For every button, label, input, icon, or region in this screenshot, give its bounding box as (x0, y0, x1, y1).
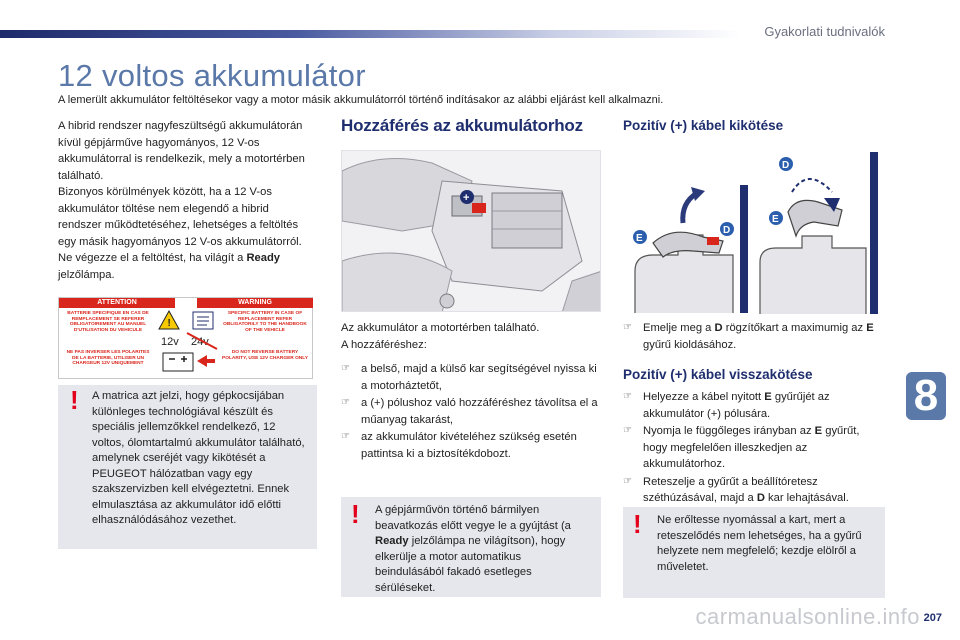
note-ignition-ready: Ready (375, 535, 409, 547)
bullet-hand-icon: ☞ (341, 397, 350, 408)
sticker-warning-band: WARNING (197, 298, 313, 308)
reconnect-step-2: ☞ Nyomja le függőleges irányban az E gyűr… (623, 423, 885, 473)
page-subtitle: A lemerült akkumulátor feltöltésekor vag… (58, 94, 664, 106)
sticker-right-bottom-text: DO NOT REVERSE BATTERY POLARITY, USE 12V… (222, 350, 308, 361)
intro-paragraph-3: Ne végezze el a feltöltést, ha világít a… (58, 250, 313, 283)
diagram-label-e2: E (772, 214, 779, 225)
ready-keyword: Ready (246, 252, 281, 264)
access-step-1: ☞ a belső, majd a külső kar segítségével … (341, 361, 603, 394)
reconnect-step-3: ☞ Reteszelje a gyűrűt a beállítóretesz sz… (623, 474, 885, 507)
access-step-3: ☞ az akkumulátor kivételéhez szükség eset… (341, 429, 603, 462)
note-box-sticker-info: ! A matrica azt jelzi, hogy gépkocsijába… (58, 385, 317, 549)
bullet-hand-icon: ☞ (623, 425, 632, 436)
access-line-2: A hozzáféréshez: (341, 338, 427, 351)
diagram-label-d: D (723, 225, 730, 236)
diagram-label-e: E (636, 233, 643, 244)
note-box-ignition: ! A gépjárművön történő bármilyen beavat… (341, 497, 601, 597)
svg-text:!: ! (168, 318, 171, 329)
note-ignition-part-1: A gépjárművön történő bármilyen beavatko… (375, 504, 571, 532)
sticker-12v-label: 12v (161, 336, 179, 348)
access-line-1: Az akkumulátor a motortérben található. (341, 322, 540, 334)
access-steps-list: ☞ a belső, majd a külső kar segítségével … (341, 361, 603, 462)
access-step-2-text: a (+) pólushoz való hozzáféréshez távolí… (361, 397, 598, 426)
rec3-b: D (756, 492, 765, 504)
rec1-c: gyűrűjét az akkumulátor (+) pólusára. (643, 391, 830, 420)
disc-a: Emelje meg a (643, 322, 715, 334)
sticker-left-bottom-text: NE PAS INVERSER LES POLARITES DE LA BATT… (66, 350, 150, 367)
engine-battery-illustration-icon: + (342, 151, 600, 311)
heading-positive-reconnect: Pozitív (+) kábel visszakötése (623, 367, 813, 382)
disc-b: D (714, 322, 723, 334)
heading-positive-disconnect: Pozitív (+) kábel kikötése (623, 118, 784, 133)
intro-p3-text: Ne végezze el a feltöltést, ha világít a (58, 252, 247, 264)
rec2-b: E (814, 425, 823, 437)
intro-paragraph-1: A hibrid rendszer nagyfeszültségű akkumu… (58, 120, 305, 182)
clamp-release-illustration-icon: E D (623, 185, 748, 313)
sticker-pictograms-icon: ! 12v 24v (158, 309, 218, 372)
note-box-clamp: ! Ne erőltesse nyomással a kart, mert a … (623, 507, 885, 598)
note-ignition-text: A gépjárművön történő bármilyen beavatko… (375, 503, 593, 596)
disconnect-text: ☞ Emelje meg a D rögzítőkart a maximumig … (623, 320, 883, 354)
header-gradient-bar (0, 30, 740, 38)
bullet-hand-icon: ☞ (623, 475, 632, 487)
intro-text: A hibrid rendszer nagyfeszültségű akkumu… (58, 118, 313, 283)
sticker-right-top-text: SPECIFIC BATTERY IN CASE OF REPLACEMENT … (223, 311, 307, 333)
note-sticker-text: A matrica azt jelzi, hogy gépkocsijában … (92, 390, 305, 526)
page-title: 12 voltos akkumulátor (58, 58, 366, 93)
sticker-left-top-text: BATTERIE SPECIFIQUE EN CAS DE REMPLACEME… (67, 311, 149, 333)
sticker-attention-band: ATTENTION (59, 298, 175, 308)
clamp-lock-illustration-icon: D E (756, 152, 878, 314)
access-text: Az akkumulátor a motortérben található. … (341, 320, 603, 463)
disc-c: rögzítőkart a maximumig az (722, 322, 867, 334)
disc-e: gyűrű kioldásához. (643, 338, 737, 351)
section-label: Gyakorlati tudnivalók (764, 24, 885, 39)
watermark: carmanualsonline.info (695, 604, 920, 629)
access-step-3-text: az akkumulátor kivételéhez szükség eseté… (361, 431, 577, 460)
intro-paragraph-2: Bizonyos körülmények között, ha a 12 V-o… (58, 186, 302, 248)
access-step-2: ☞ a (+) pólushoz való hozzáféréshez távol… (341, 395, 603, 428)
terminal-diagram-right: D E (756, 152, 878, 314)
reconnect-step-1: ☞ Helyezze a kábel nyitott E gyűrűjét az … (623, 389, 885, 422)
terminal-diagram-left: E D (623, 185, 748, 313)
reconnect-text: ☞ Helyezze a kábel nyitott E gyűrűjét az … (623, 389, 885, 508)
intro-p3-tail: jelzőlámpa. (58, 268, 115, 281)
disconnect-steps-list: ☞ Emelje meg a D rögzítőkart a maximumig … (623, 320, 883, 353)
svg-text:+: + (463, 192, 469, 204)
rec3-a: Reteszelje a gyűrűt a beállítóretesz szé… (643, 475, 818, 505)
chapter-number-tab: 8 (906, 372, 946, 420)
bullet-hand-icon: ☞ (341, 431, 350, 442)
warning-exclamation-icon: ! (351, 499, 360, 529)
warning-exclamation-icon: ! (70, 385, 79, 415)
rec1-a: Helyezze a kábel nyitott (643, 391, 765, 403)
heading-access: Hozzáférés az akkumulátorhoz (341, 116, 583, 135)
battery-warning-sticker: ATTENTION WARNING BATTERIE SPECIFIQUE EN… (58, 297, 313, 379)
page-number: 207 (923, 612, 942, 624)
rec2-c: gyűrűt, hogy megfelelően illeszkedjen az… (643, 425, 860, 470)
bullet-hand-icon: ☞ (623, 322, 632, 333)
reconnect-steps-list: ☞ Helyezze a kábel nyitott E gyűrűjét az … (623, 389, 885, 507)
disc-d: E (866, 322, 874, 334)
disconnect-step-1: ☞ Emelje meg a D rögzítőkart a maximumig … (623, 320, 883, 353)
note-ignition-part-2: jelzőlámpa ne világítson), hogy elkerülj… (375, 535, 566, 594)
note-clamp-text: Ne erőltesse nyomással a kart, mert a re… (657, 514, 862, 573)
engine-bay-photo: + (341, 150, 601, 312)
rec2-a: Nyomja le függőleges irányban az (643, 425, 815, 437)
rec1-b: E (764, 391, 772, 403)
sticker-24v-label: 24v (191, 336, 209, 348)
bullet-hand-icon: ☞ (623, 391, 632, 402)
rec3-c: kar lehajtásával. (764, 492, 849, 504)
bullet-hand-icon: ☞ (341, 363, 350, 374)
diagram-label-d2: D (782, 160, 789, 171)
access-step-1-text: a belső, majd a külső kar segítségével n… (361, 363, 597, 392)
warning-exclamation-icon: ! (633, 509, 642, 539)
